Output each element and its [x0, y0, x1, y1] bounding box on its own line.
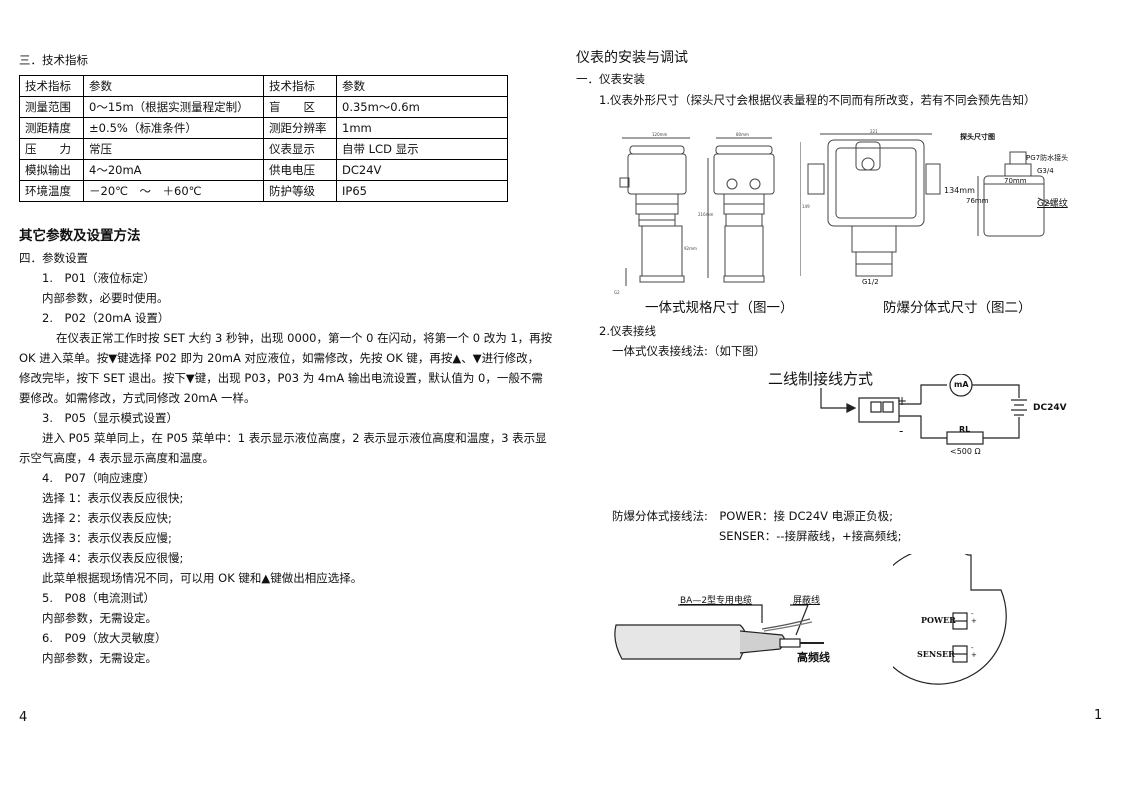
svg-text:92mm: 92mm	[684, 246, 697, 251]
spec-cell: 技术指标	[263, 75, 337, 97]
p07-option-1: 选择 1：表示仪表反应很快;	[42, 491, 184, 505]
g34-label: G3/4	[1037, 167, 1054, 175]
p07-option-4: 选择 4：表示仪表反应很慢;	[42, 551, 184, 565]
integrated-wiring-text: 一体式仪表接线法:（如下图）	[612, 344, 766, 358]
p09-heading: 6. P09（放大灵敏度）	[42, 631, 167, 645]
p07-option-3: 选择 3：表示仪表反应慢;	[42, 531, 172, 545]
senser-terminal-label: SENSER	[917, 649, 955, 659]
spec-cell: DC24V	[336, 159, 508, 181]
g2-thread-label: G2螺纹	[1037, 199, 1068, 209]
cable-type-label: BA—2型专用电缆	[680, 596, 753, 606]
dimension-heading: 1.仪表外形尺寸（探头尺寸会根据仪表量程的不同而有所改变，若有不同会预先告知）	[599, 93, 1036, 107]
dc24v-label: DC24V	[1033, 403, 1067, 413]
fig2-caption: 防爆分体式尺寸（图二）	[883, 300, 1032, 316]
spec-cell: 常压	[83, 138, 264, 160]
spec-cell: 参数	[336, 75, 508, 97]
p01-heading: 1. P01（液位标定）	[42, 271, 156, 285]
spec-cell: 供电电压	[263, 159, 337, 181]
svg-text:80mm: 80mm	[736, 132, 749, 137]
spec-cell: 模拟输出	[19, 159, 84, 181]
power-terminal-label: POWER	[921, 615, 956, 625]
spec-cell: 0.35m～0.6m	[336, 96, 508, 118]
spec-cell: 环境温度	[19, 180, 84, 202]
spec-table-row: 压 力常压仪表显示自带 LCD 显示	[19, 138, 508, 160]
spec-cell: 参数	[83, 75, 264, 97]
spec-cell: 技术指标	[19, 75, 84, 97]
spec-cell: 测距分辨率	[263, 117, 337, 139]
explosion-proof-drawing: 221 149	[800, 129, 1051, 277]
spec-cell: 盲 区	[263, 96, 337, 118]
p08-desc: 内部参数，无需设定。	[42, 611, 157, 625]
p07-note: 此菜单根据现场情况不同，可以用 OK 键和▲键做出相应选择。	[42, 571, 363, 585]
explosion-wiring-line-1: 防爆分体式接线法: POWER：接 DC24V 电源正负极;	[612, 509, 894, 523]
p09-desc: 内部参数，无需设定。	[42, 651, 157, 665]
svg-text:G2: G2	[614, 290, 620, 295]
cable-drawing	[614, 604, 824, 660]
p02-text-1: 在仪表正常工作时按 SET 大约 3 秒钟，出现 0000，第一个 0 在闪动，…	[56, 331, 553, 345]
p02-text-4: 要修改。如需修改，方式同修改 20mA 一样。	[19, 391, 256, 405]
spec-cell: 4～20mA	[83, 159, 264, 181]
shield-wire-label: 屏蔽线	[793, 596, 821, 606]
other-params-heading: 其它参数及设置方法	[19, 228, 141, 244]
spec-cell: 仪表显示	[263, 138, 337, 160]
spec-cell: IP65	[336, 180, 508, 202]
spec-cell: 1mm	[336, 117, 508, 139]
p05-text-2: 示空气高度，4 表示显示高度和温度。	[19, 451, 214, 465]
spec-table-header: 技术指标参数技术指标参数	[19, 75, 508, 97]
svg-text:216mm: 216mm	[698, 212, 714, 217]
section-3-heading: 三．技术指标	[19, 53, 88, 67]
right-page-number: 1	[1094, 708, 1103, 723]
spec-cell: 测距精度	[19, 117, 84, 139]
terminal-minus: -	[899, 424, 904, 438]
hf-wire-label: 高频线	[797, 651, 830, 664]
height-76mm-label: 76mm	[966, 197, 989, 205]
left-page-number: 4	[19, 710, 28, 725]
pg7-label: PG7防水接头	[1026, 154, 1069, 162]
spec-cell: 自带 LCD 显示	[336, 138, 508, 160]
explosion-wiring-line-2: SENSER：--接屏蔽线，+接高频线;	[719, 529, 902, 543]
spec-cell: ±0.5%（标准条件）	[83, 117, 264, 139]
p07-heading: 4. P07（响应速度）	[42, 471, 156, 485]
spec-cell: 测量范围	[19, 96, 84, 118]
p01-desc: 内部参数，必要时使用。	[42, 291, 169, 305]
p08-heading: 5. P08（电流测试）	[42, 591, 156, 605]
p02-text-3: 修改完毕，按下 SET 退出。按下▼键，出现 P03，P03 为 4mA 输出电…	[19, 371, 543, 385]
p02-heading: 2. P02（20mA 设置）	[42, 311, 170, 325]
height-134mm-label: 134mm	[944, 186, 975, 195]
integrated-meter-drawing: 120mm 80mm G2 216mm 92mm	[614, 132, 775, 295]
fig1-caption: 一体式规格尺寸（图一）	[645, 300, 794, 316]
svg-text:221: 221	[870, 129, 878, 134]
width-70mm-label: 70mm	[1004, 177, 1027, 185]
spec-cell: 压 力	[19, 138, 84, 160]
p02-text-2: OK 进入菜单。按▼键选择 P02 即为 20mA 对应液位，如需修改，先按 O…	[19, 351, 540, 365]
senser-polarity: -+	[971, 644, 977, 659]
spec-cell: －20℃ ～ ＋60℃	[83, 180, 264, 202]
spec-cell: 防护等级	[263, 180, 337, 202]
terminal-plus: +	[897, 394, 908, 408]
g12-label: G1/2	[862, 278, 879, 286]
probe-size-title: 探头尺寸图	[960, 133, 995, 141]
section-4-heading: 四．参数设置	[19, 251, 88, 265]
install-section-1: 一．仪表安装	[576, 72, 645, 86]
two-wire-diagram	[820, 374, 1027, 445]
svg-text:149: 149	[802, 204, 810, 209]
p07-option-2: 选择 2：表示仪表反应快;	[42, 511, 172, 525]
rl-value: <500 Ω	[950, 447, 981, 456]
rl-label: RL	[959, 425, 971, 434]
svg-text:120mm: 120mm	[652, 132, 668, 137]
terminal-block-drawing	[893, 554, 1007, 685]
p05-heading: 3. P05（显示模式设置）	[42, 411, 179, 425]
wiring-heading: 2.仪表接线	[599, 324, 656, 338]
install-title: 仪表的安装与调试	[576, 50, 688, 66]
spec-cell: 0～15m（根据实测量程定制）	[83, 96, 264, 118]
two-wire-title: 二线制接线方式	[768, 370, 874, 388]
p05-text-1: 进入 P05 菜单同上，在 P05 菜单中：1 表示显示液位高度，2 表示显示液…	[42, 431, 547, 445]
ma-meter-label: mA	[954, 380, 969, 389]
power-polarity: -+	[971, 610, 977, 625]
